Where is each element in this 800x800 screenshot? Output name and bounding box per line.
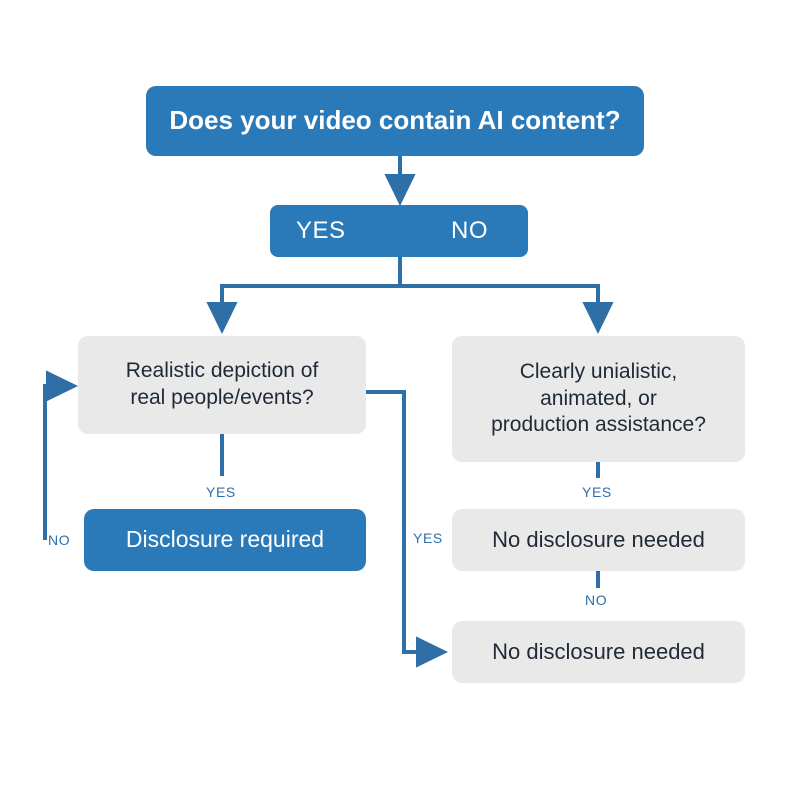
edge-label-right-no: NO xyxy=(585,592,608,608)
branch-yes-label[interactable]: YES xyxy=(296,216,346,244)
branch-no-label[interactable]: NO xyxy=(451,216,488,244)
node-decision-unrealistic-animated[interactable]: Clearly unialistic, animated, or product… xyxy=(452,336,745,462)
node-result-no-disclosure-bottom[interactable]: No disclosure needed xyxy=(452,621,745,683)
edge-qleft-to-res-bottom xyxy=(366,390,448,668)
edge-label-right-yes: YES xyxy=(582,484,612,500)
node-root-question-label: Does your video contain AI content? xyxy=(169,105,621,136)
node-decision-realistic-depiction-label: Realistic depiction of real people/event… xyxy=(125,359,319,409)
node-result-disclosure-required[interactable]: Disclosure required xyxy=(84,509,366,571)
node-root-question[interactable]: Does your video contain AI content? xyxy=(146,86,644,156)
node-decision-realistic-depiction[interactable]: Realistic depiction of real people/event… xyxy=(78,336,366,434)
node-result-no-disclosure-top-label: No disclosure needed xyxy=(492,526,705,552)
edge-qleft-no-loopback xyxy=(43,384,62,540)
node-result-no-disclosure-top[interactable]: No disclosure needed xyxy=(452,509,745,571)
edge-label-mid-yes: YES xyxy=(413,530,443,546)
node-yes-no-branch[interactable]: YES NO xyxy=(270,205,528,257)
node-result-disclosure-required-label: Disclosure required xyxy=(125,526,325,553)
edge-label-left-yes: YES xyxy=(206,484,236,500)
edge-branch-split-bus xyxy=(220,284,600,288)
edge-label-left-no: NO xyxy=(48,532,71,548)
node-decision-unrealistic-animated-label: Clearly unialistic, animated, or product… xyxy=(491,359,706,437)
node-result-no-disclosure-bottom-label: No disclosure needed xyxy=(492,638,705,664)
